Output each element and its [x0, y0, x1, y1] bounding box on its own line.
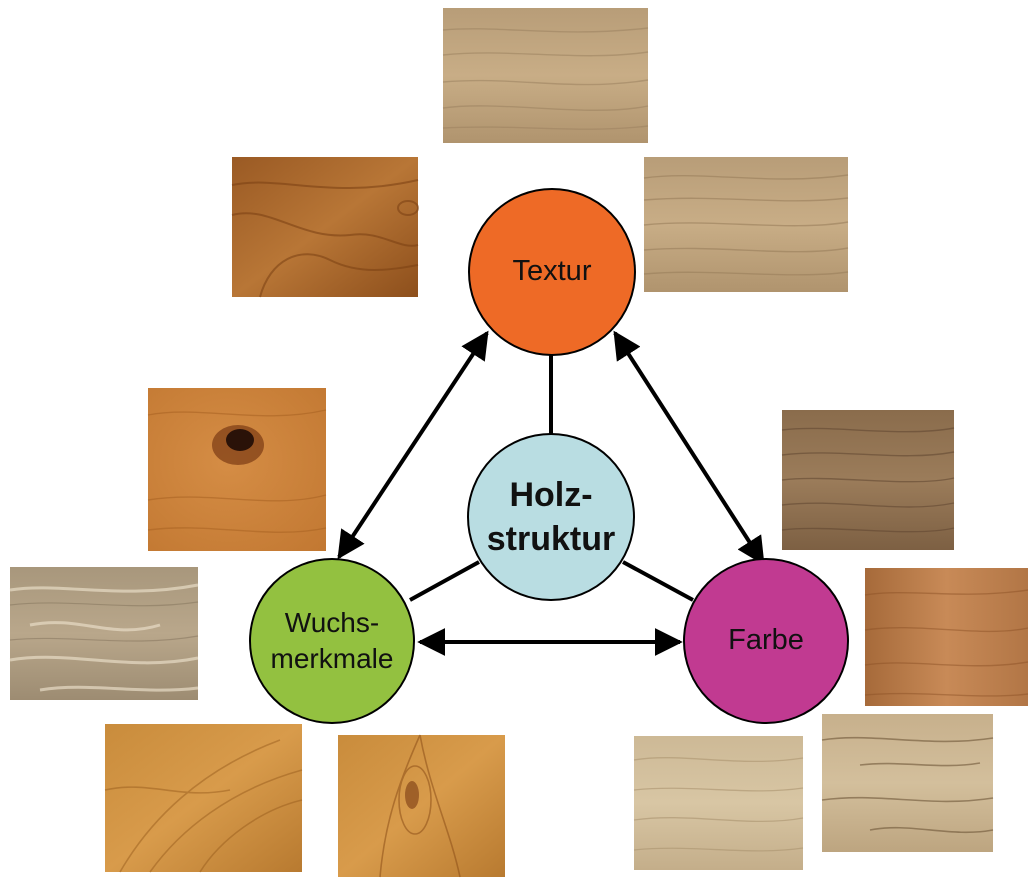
connector-center-wuchsmerkmale — [409, 560, 480, 602]
wood-sample-tile — [643, 157, 849, 292]
node-arrows — [337, 330, 765, 656]
wood-sample-tile — [231, 157, 419, 298]
wood-sample-tile — [9, 567, 199, 700]
arrow-textur-wuchsmerkmale — [337, 330, 489, 560]
wood-sample-tile — [442, 8, 649, 143]
wood-sample-tile — [104, 724, 303, 873]
holzstruktur-label: Holz- struktur — [486, 476, 616, 558]
wuchsmerkmale-circle — [249, 558, 415, 724]
wood-sample-tile — [821, 714, 994, 852]
wood-sample-tile — [338, 734, 505, 878]
center-connectors — [409, 352, 694, 602]
wood-sample-tile — [864, 568, 1028, 706]
wood-sample-tile — [781, 410, 955, 550]
wood-sample-tile — [147, 388, 327, 551]
textur-label: Textur — [512, 255, 592, 288]
holzstruktur-circle — [467, 433, 635, 601]
wood-sample-tile — [633, 736, 804, 870]
wuchsmerkmale-label: Wuchs- merkmale — [270, 607, 394, 674]
connector-center-farbe — [622, 560, 694, 602]
farbe-circle — [683, 558, 849, 724]
textur-circle — [468, 188, 636, 356]
farbe-label: Farbe — [728, 624, 804, 657]
arrow-textur-farbe — [613, 330, 765, 566]
